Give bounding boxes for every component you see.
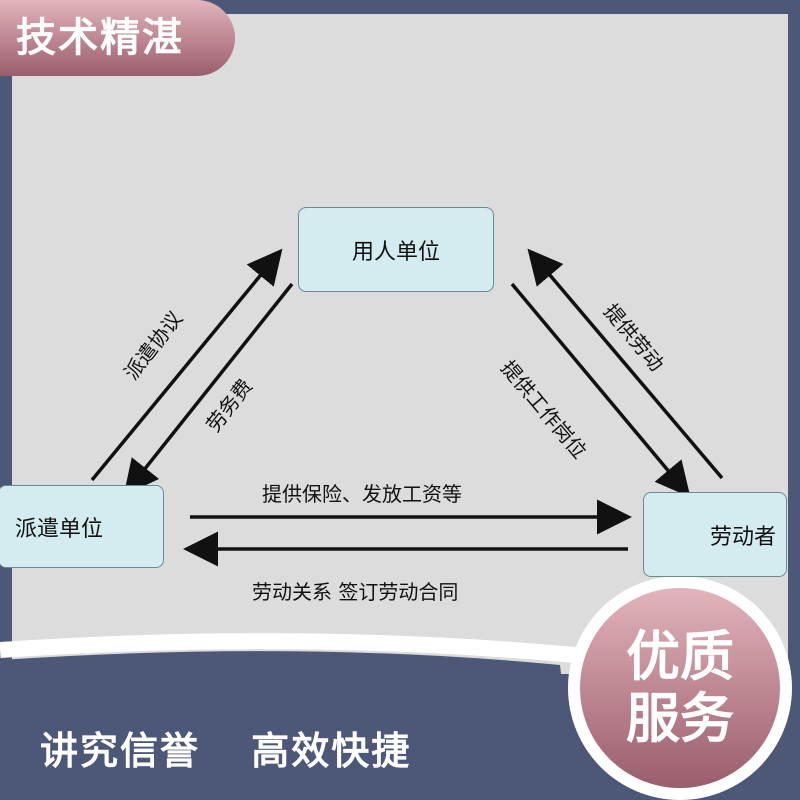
- label-insurance-wages: 提供保险、发放工资等: [262, 482, 462, 506]
- badge-quality-service: 优质 服务: [580, 588, 780, 788]
- node-dispatch: 派遣单位: [0, 485, 164, 568]
- slogan: 讲究信誉 高效快捷: [40, 720, 411, 775]
- badge-line-1: 优质: [626, 625, 734, 688]
- node-employer: 用人单位: [298, 207, 494, 292]
- slogan-efficient: 高效快捷: [251, 729, 412, 773]
- slogan-reputation: 讲究信誉: [40, 729, 201, 773]
- label-labor-contract: 劳动关系 签订劳动合同: [252, 580, 459, 604]
- badge-line-2: 服务: [626, 687, 734, 750]
- badge-technical: 技术精湛: [0, 0, 235, 76]
- node-worker: 劳动者: [643, 492, 787, 577]
